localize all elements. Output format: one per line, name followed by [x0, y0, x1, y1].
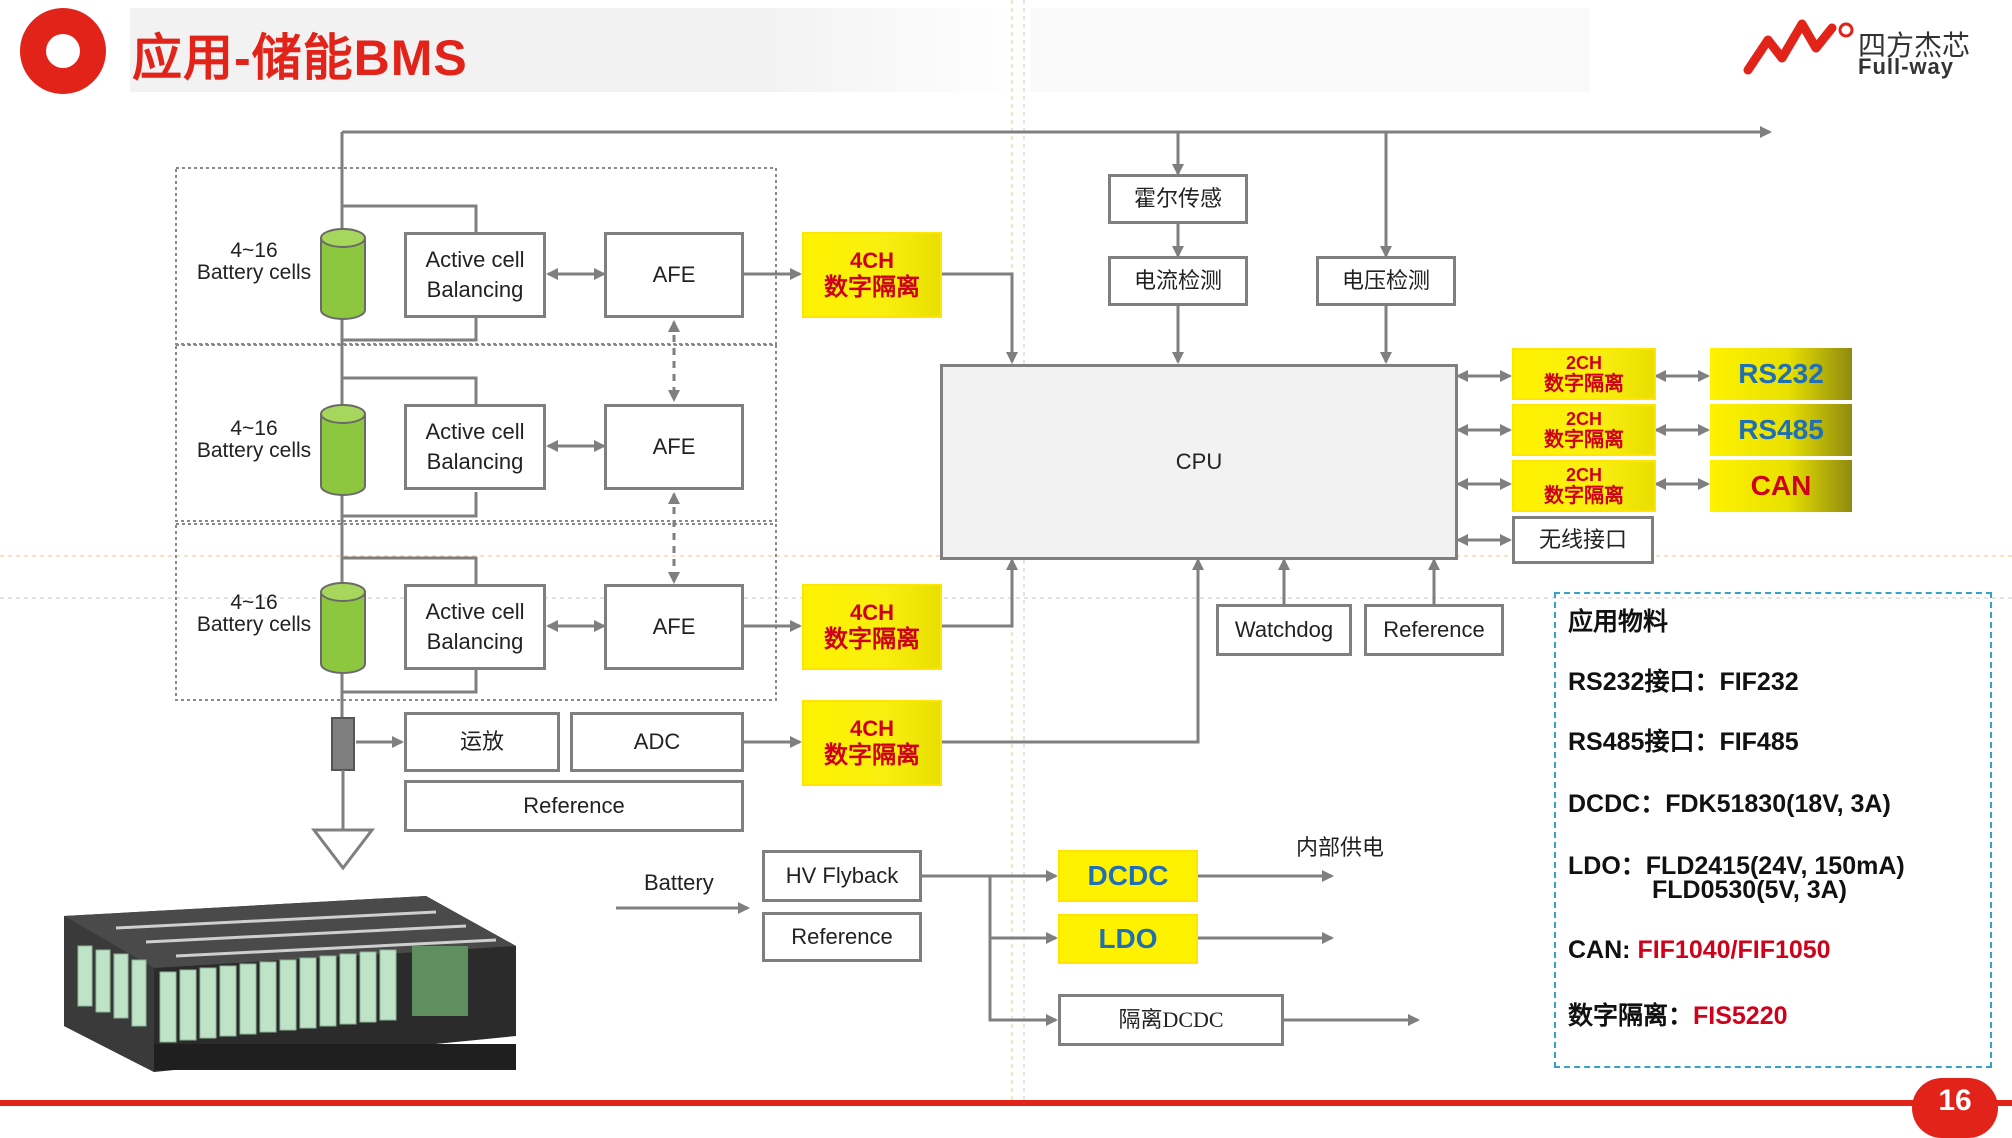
- active-cell-balancing-block: Active cell Balancing: [404, 404, 546, 490]
- isolator-label: 数字隔离: [824, 627, 920, 653]
- isolator-label: 数字隔离: [824, 275, 920, 301]
- isolator-channels: 2CH: [1565, 353, 1602, 373]
- internal-power-label: 内部供电: [1296, 835, 1385, 860]
- materials-title: 应用物料: [1568, 608, 1669, 636]
- afe-block: AFE: [604, 232, 744, 318]
- rs232-interface: RS232: [1710, 348, 1852, 400]
- adc-block: ADC: [570, 712, 744, 772]
- current-detect-block: 电流检测: [1108, 256, 1248, 306]
- battery-cells-label: 4~16 Battery cells: [184, 240, 324, 284]
- footer-bar: [0, 1100, 2012, 1106]
- materials-panel: [1554, 592, 1992, 1068]
- opamp-block: 运放: [404, 712, 560, 772]
- battery-cell-icon: [320, 228, 366, 320]
- isolated-dcdc-block: 隔离DCDC: [1058, 994, 1284, 1046]
- brand-ring-icon: [20, 8, 106, 94]
- fullway-logo-icon: [1743, 19, 1854, 75]
- wireless-interface-block: 无线接口: [1512, 516, 1654, 564]
- active-cell-balancing-block: Active cell Balancing: [404, 232, 546, 318]
- block-label: Active cell: [425, 419, 525, 444]
- isolator-4ch: 4CH 数字隔离: [802, 232, 942, 318]
- materials-rs485: RS485接口：FIF485: [1568, 728, 1799, 756]
- active-cell-balancing-block: Active cell Balancing: [404, 584, 546, 670]
- isolator-channels: 4CH: [849, 716, 894, 741]
- flyback-reference-block: Reference: [762, 912, 922, 962]
- rs485-interface: RS485: [1710, 404, 1852, 456]
- isolator-label: 数字隔离: [824, 743, 920, 769]
- battery-input-label: Battery: [644, 870, 714, 895]
- cpu-reference-block: Reference: [1364, 604, 1504, 656]
- materials-dcdc: DCDC：FDK51830(18V, 3A): [1568, 790, 1891, 818]
- battery-pack-image: [64, 896, 516, 1072]
- page-title: 应用-储能BMS: [132, 30, 468, 86]
- logo-cn: 四方杰芯: [1858, 30, 1971, 61]
- isolator-2ch-can: 2CH 数字隔离: [1512, 460, 1656, 512]
- isolator-label: 数字隔离: [1544, 373, 1624, 395]
- hv-flyback-block: HV Flyback: [762, 850, 922, 902]
- isolator-2ch-rs485: 2CH 数字隔离: [1512, 404, 1656, 456]
- cell-text: Battery cells: [196, 439, 312, 462]
- materials-rs232: RS232接口：FIF232: [1568, 668, 1799, 696]
- isolator-channels: 4CH: [849, 248, 894, 273]
- voltage-detect-block: 电压检测: [1316, 256, 1456, 306]
- block-label: Balancing: [426, 629, 524, 654]
- materials-iso-value: FIS5220: [1693, 1002, 1788, 1030]
- materials-isolator: 数字隔离：FIS5220: [1568, 996, 1788, 1032]
- cell-text: Battery cells: [196, 261, 312, 284]
- isolator-channels: 2CH: [1565, 409, 1602, 429]
- isolator-channels: 2CH: [1565, 465, 1602, 485]
- battery-cell-icon: [320, 582, 366, 674]
- logo-en: Full-way: [1858, 54, 1955, 79]
- isolator-label: 数字隔离: [1544, 485, 1624, 507]
- isolator-4ch: 4CH 数字隔离: [802, 700, 942, 786]
- block-label: Balancing: [426, 449, 524, 474]
- block-label: Active cell: [425, 599, 525, 624]
- cpu-block: CPU: [940, 364, 1458, 560]
- isolator-channels: 4CH: [849, 600, 894, 625]
- connection-wires: [0, 0, 2012, 1100]
- cell-count: 4~16: [230, 239, 278, 262]
- materials-can: CAN: FIF1040/FIF1050: [1568, 936, 1831, 965]
- afe-block: AFE: [604, 584, 744, 670]
- header-band: [130, 8, 1030, 92]
- afe-block: AFE: [604, 404, 744, 490]
- isolator-label: 数字隔离: [1544, 429, 1624, 451]
- cell-count: 4~16: [230, 417, 278, 440]
- reference-block: Reference: [404, 780, 744, 832]
- watchdog-block: Watchdog: [1216, 604, 1352, 656]
- cell-text: Battery cells: [196, 613, 312, 636]
- materials-ldo-1: LDO：FLD2415(24V, 150mA): [1568, 852, 1905, 880]
- cell-count: 4~16: [230, 591, 278, 614]
- page-number: 16: [1912, 1078, 1998, 1138]
- block-label: Balancing: [426, 277, 524, 302]
- dcdc-block: DCDC: [1058, 850, 1198, 902]
- ldo-block: LDO: [1058, 914, 1198, 964]
- battery-cells-label: 4~16 Battery cells: [184, 592, 324, 636]
- materials-can-label: CAN:: [1568, 936, 1638, 964]
- battery-cells-label: 4~16 Battery cells: [184, 418, 324, 462]
- can-interface: CAN: [1710, 460, 1852, 512]
- hall-sensor-block: 霍尔传感: [1108, 174, 1248, 224]
- block-label: Active cell: [425, 247, 525, 272]
- header-band-right: [1030, 8, 1590, 92]
- materials-ldo-2: FLD0530(5V, 3A): [1652, 876, 1847, 904]
- materials-iso-label: 数字隔离：: [1568, 1002, 1694, 1030]
- isolator-2ch-rs232: 2CH 数字隔离: [1512, 348, 1656, 400]
- materials-can-value: FIF1040/FIF1050: [1637, 936, 1831, 964]
- battery-cell-icon: [320, 404, 366, 496]
- isolator-4ch: 4CH 数字隔离: [802, 584, 942, 670]
